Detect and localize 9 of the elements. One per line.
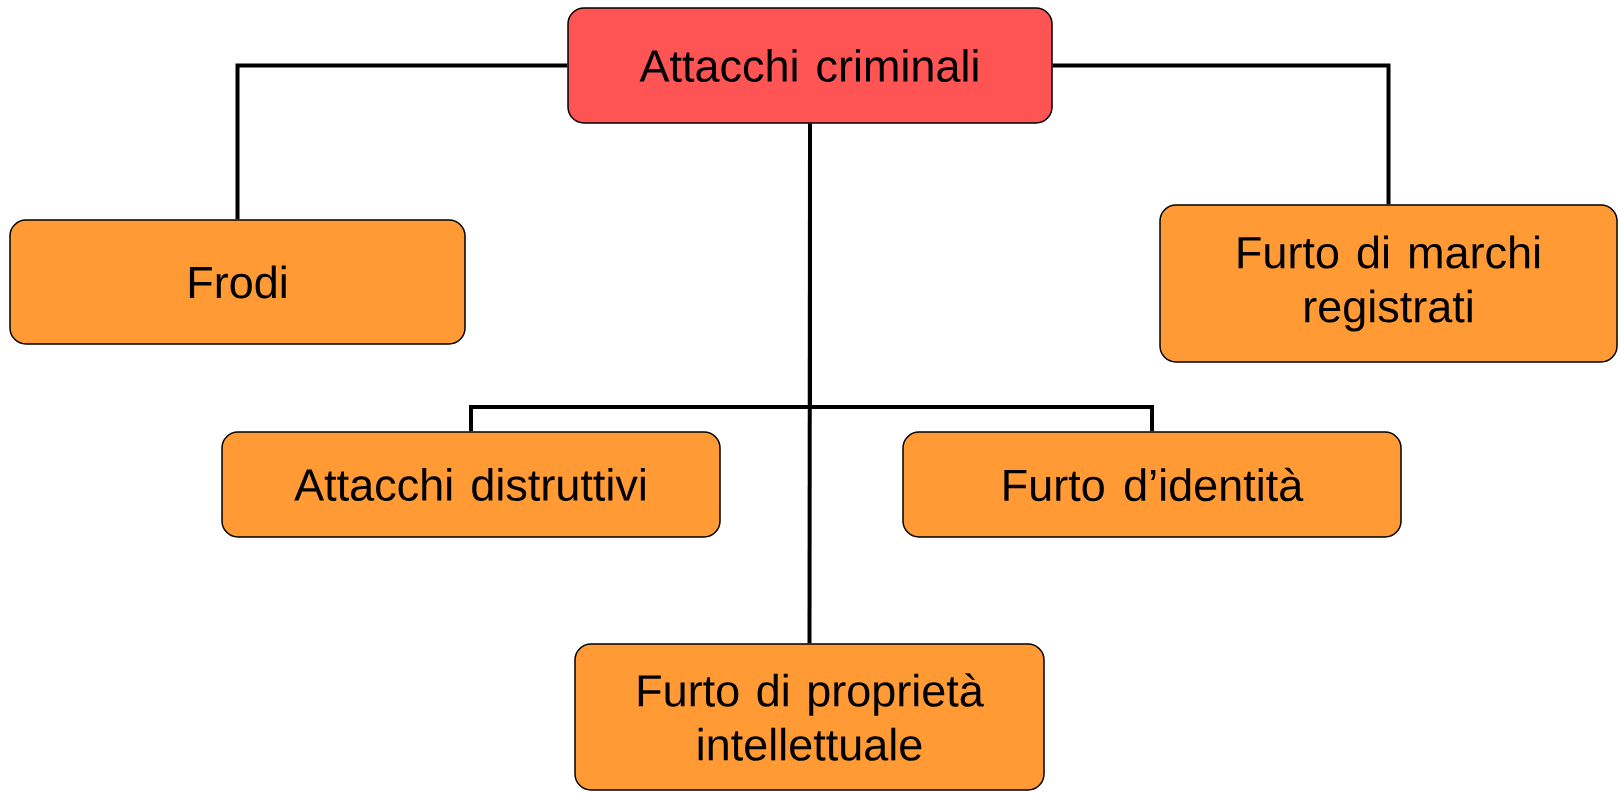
category-box: Furto di proprietà intellettuale xyxy=(574,643,1045,791)
category-box: Furto d’identità xyxy=(902,431,1402,538)
root-box: Attacchi criminali xyxy=(567,7,1053,124)
category-box: Furto di marchi registrati xyxy=(1159,204,1618,363)
connector-line xyxy=(807,123,812,644)
connector-line xyxy=(235,63,568,220)
connector-line xyxy=(1052,63,1391,205)
category-box: Attacchi distruttivi xyxy=(221,431,721,538)
category-box: Frodi xyxy=(9,219,466,345)
